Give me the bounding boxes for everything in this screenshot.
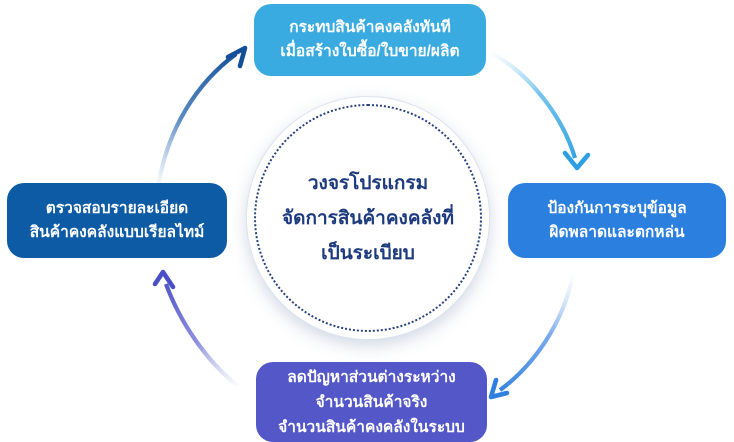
diagram-title: วงจรโปรแกรม จัดการสินค้าคงคลังที่ เป็นระ… bbox=[282, 166, 454, 271]
node-top-line-2: เมื่อสร้างใบซื้อ/ใบขาย/ผลิต bbox=[280, 43, 460, 60]
node-reduce-stock-discrepancy: ลดปัญหาส่วนต่างระหว่าง จำนวนสินค้าจริง จ… bbox=[256, 362, 487, 442]
node-left-line-2: สินค้าคงคลังแบบเรียลไทม์ bbox=[29, 223, 205, 241]
dotted-ring bbox=[254, 104, 482, 332]
cycle-center-circle: วงจรโปรแกรม จัดการสินค้าคงคลังที่ เป็นระ… bbox=[246, 96, 490, 340]
diagram-title-line-1: วงจรโปรแกรม bbox=[307, 172, 429, 194]
diagram-title-line-3: เป็นระเบียบ bbox=[321, 242, 415, 264]
node-left-line-1: ตรวจสอบรายละเอียด bbox=[45, 199, 189, 217]
arrow-top-to-right-icon bbox=[490, 51, 591, 171]
arrow-left-to-top-icon bbox=[155, 45, 248, 189]
node-top-line-1: กระทบสินค้าคงคลังทันที bbox=[289, 19, 451, 36]
arrow-right-to-bottom-icon bbox=[488, 274, 576, 400]
node-realtime-inventory-check: ตรวจสอบรายละเอียด สินค้าคงคลังแบบเรียลไท… bbox=[7, 183, 227, 258]
node-bottom-line-1: ลดปัญหาส่วนต่างระหว่าง bbox=[287, 368, 456, 386]
node-bottom-line-2: จำนวนสินค้าจริง bbox=[315, 393, 428, 411]
node-instant-inventory-impact: กระทบสินค้าคงคลังทันที เมื่อสร้างใบซื้อ/… bbox=[254, 4, 486, 76]
node-right-line-1: ป้องกันการระบุข้อมูล bbox=[547, 199, 687, 217]
node-right-line-2: ผิดพลาดและตกหล่น bbox=[549, 223, 685, 241]
node-prevent-data-entry-errors: ป้องกันการระบุข้อมูล ผิดพลาดและตกหล่น bbox=[508, 183, 726, 258]
node-bottom-line-3: จำนวนสินค้าคงคลังในระบบ bbox=[278, 418, 465, 436]
diagram-title-line-2: จัดการสินค้าคงคลังที่ bbox=[282, 207, 454, 229]
arrow-bottom-to-left-icon bbox=[152, 269, 240, 388]
